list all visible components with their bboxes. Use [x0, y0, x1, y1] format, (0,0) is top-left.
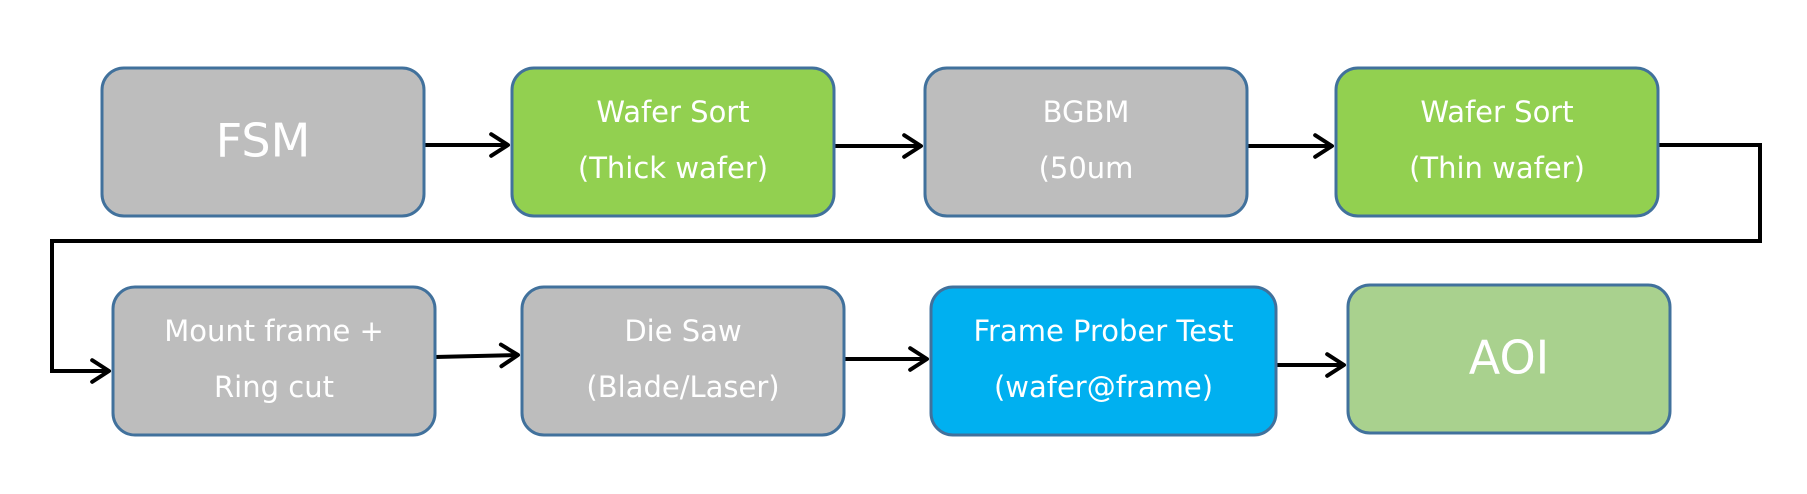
process-steps: FSM Wafer Sort (Thick wafer) BGBM (50um Wafer…: [100, 66, 1672, 437]
step-label-line-1: Wafer Sort: [1420, 95, 1573, 129]
step-box: [520, 285, 846, 437]
step-wafer-sort-thick: Wafer Sort (Thick wafer): [510, 66, 836, 218]
step-box: [1346, 283, 1672, 435]
arrow-frame-prober-test-to-aoi: [1276, 352, 1346, 378]
step-label-line-1: AOI: [1469, 331, 1549, 385]
arrowhead-icon: [498, 342, 520, 369]
step-fsm: FSM: [100, 66, 426, 218]
arrowhead-icon: [902, 133, 923, 159]
step-wafer-sort-thin: Wafer Sort (Thin wafer): [1334, 66, 1660, 218]
step-bgbm: BGBM (50um: [923, 66, 1249, 218]
arrowhead-icon: [489, 132, 510, 158]
step-box: [929, 285, 1278, 437]
step-label-line-1: FSM: [216, 114, 311, 168]
step-label-line-1: Die Saw: [624, 314, 741, 348]
arrow-fsm-to-wafer-sort-thick: [424, 132, 510, 158]
step-label-line-2: (Thick wafer): [578, 151, 768, 185]
step-die-saw: Die Saw (Blade/Laser): [520, 285, 846, 437]
step-box: [100, 66, 426, 218]
step-label-line-1: Wafer Sort: [596, 95, 749, 129]
step-label-line-2: (50um: [1039, 151, 1134, 185]
step-label-line-2: (Thin wafer): [1409, 151, 1585, 185]
connector-line: [434, 353, 519, 359]
step-label-line-2: Ring cut: [214, 370, 334, 404]
step-aoi: AOI: [1346, 283, 1672, 435]
step-label-line-1: Frame Prober Test: [973, 314, 1233, 348]
arrowhead-icon: [908, 346, 929, 372]
arrowhead-icon: [90, 358, 111, 384]
step-mount-frame: Mount frame + Ring cut: [111, 285, 437, 437]
step-frame-prober-test: Frame Prober Test (wafer@frame): [929, 285, 1278, 437]
arrowhead-icon: [1313, 133, 1334, 159]
step-label-line-2: (wafer@frame): [994, 370, 1213, 404]
step-box: [111, 285, 437, 437]
arrow-die-saw-to-frame-prober-test: [844, 346, 929, 372]
connectors: [50, 132, 1762, 384]
step-box: [923, 66, 1249, 218]
arrow-mount-frame-to-die-saw: [434, 342, 520, 369]
step-label-line-1: Mount frame +: [164, 314, 384, 348]
arrow-wafer-sort-thick-to-bgbm: [834, 133, 923, 159]
connector-line: [50, 143, 1762, 373]
step-box: [510, 66, 836, 218]
step-label-line-1: BGBM: [1043, 95, 1130, 129]
arrow-bgbm-to-wafer-sort-thin: [1247, 133, 1334, 159]
arrowhead-icon: [1325, 352, 1346, 378]
arrow-wafer-sort-thin-to-mount-frame: [50, 143, 1762, 384]
step-box: [1334, 66, 1660, 218]
step-label-line-2: (Blade/Laser): [586, 370, 779, 404]
